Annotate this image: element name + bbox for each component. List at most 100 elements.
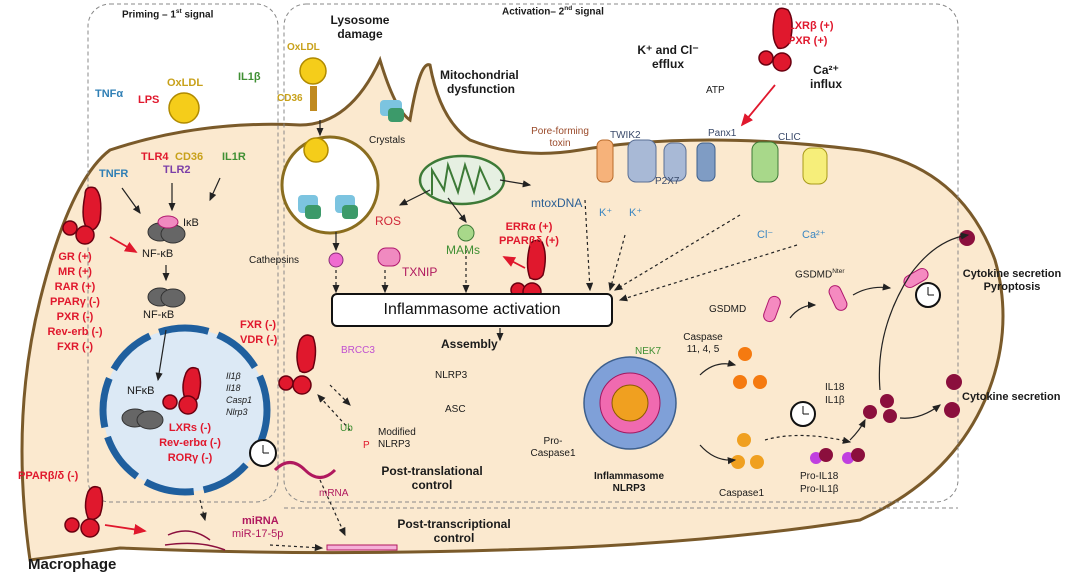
modified-nlrp3-line1: Modified xyxy=(378,427,416,438)
activation-panel xyxy=(283,3,959,503)
gene-il18: Il18 xyxy=(226,383,241,393)
pro-il18-label: Pro-IL18 xyxy=(800,471,839,482)
k-ion-label-1: K⁺ xyxy=(599,207,613,219)
brcc3-label: BRCC3 xyxy=(341,345,375,356)
asc-label: ASC xyxy=(445,404,466,415)
activation-title-text: Activation– 2 xyxy=(502,6,565,18)
efflux-line2: efflux xyxy=(651,56,684,71)
nr-fxr: FXR (-) xyxy=(56,341,94,353)
mir-17-5p-label: miR-17-5p xyxy=(232,528,284,540)
mito-line2: dysfunction xyxy=(447,81,515,96)
oxldl-membrane-icon xyxy=(299,57,327,85)
nr-pxr: PXR (-) xyxy=(56,311,94,323)
priming-title-suffix: signal xyxy=(181,9,214,21)
pro-il-icons xyxy=(810,448,865,464)
target-genes: Il1β Il18 Casp1 Nlrp3 xyxy=(226,370,252,418)
gsdmd-nter-icon xyxy=(828,285,848,311)
pro-caspase1-label: Pro- Caspase1 xyxy=(523,436,583,459)
p2x7-channel xyxy=(663,142,687,182)
nfkb-label-1: NF-κB xyxy=(142,248,174,260)
lysosome-damage-line1: Lysosome xyxy=(330,13,390,27)
dashed-arrows xyxy=(199,199,852,552)
erra-ppar-label: ERRα (+) PPARβδ (+) xyxy=(489,220,569,248)
pro-caspase1-line2: Caspase1 xyxy=(530,447,576,459)
ppar-bd-minus-label: PPARβ/δ (-) xyxy=(18,470,79,482)
inflammasome-line2: NLRP3 xyxy=(612,482,646,494)
ptc-line1: Post-translational xyxy=(381,464,483,478)
panx1-label: Panx1 xyxy=(708,128,737,139)
pyroptosis-line2: Pyroptosis xyxy=(983,280,1041,293)
pore-toxin-label: Pore-forming toxin xyxy=(519,126,601,149)
mito-line1: Mitochondrial xyxy=(440,68,519,82)
nlrp3-label: NLRP3 xyxy=(435,370,468,381)
gsdmd-nter-label: GSDMDNter xyxy=(795,268,845,281)
clic-label: CLIC xyxy=(778,132,801,143)
priming-panel-title: Priming – 1st signal xyxy=(122,8,213,21)
cd36-priming-label: CD36 xyxy=(175,151,204,163)
cathepsins-label: Cathepsins xyxy=(249,255,300,266)
cd36-receptor-icon xyxy=(310,86,317,111)
lxrb-label: LXRβ (+) xyxy=(788,20,834,32)
ros-label: ROS xyxy=(375,214,402,228)
lps-label: LPS xyxy=(138,94,160,106)
atp-label: ATP xyxy=(706,85,725,96)
activation-title-sup: nd xyxy=(564,5,573,12)
gsdmd-icon xyxy=(763,295,781,323)
nr-ppary: PPARγ (-) xyxy=(50,296,100,308)
txnip-icon xyxy=(377,247,401,267)
crystals-icon xyxy=(298,100,404,219)
nr-lxrs: LXRs (-) xyxy=(168,422,212,434)
p-label: P xyxy=(363,440,370,451)
clock-icon xyxy=(790,401,816,427)
nr-gr: GR (+) xyxy=(58,251,92,263)
ca-influx-label: Ca²⁺ influx xyxy=(801,63,851,92)
nr-reverb: Rev-erb (-) xyxy=(47,326,103,338)
cl-ion-label: Cl⁻ xyxy=(757,229,774,241)
cytokine-secretion-label: Cytokine secretion xyxy=(962,391,1061,403)
cd36-activation-label: CD36 xyxy=(277,93,303,104)
ptxc-line1: Post-transcriptional xyxy=(397,517,511,531)
txnip-label: TXNIP xyxy=(402,265,438,279)
efflux-label: K⁺ and Cl⁻ efflux xyxy=(628,43,708,72)
ptc-line2: control xyxy=(411,477,453,492)
nek7-label: NEK7 xyxy=(635,346,662,357)
ikb-icon xyxy=(157,215,179,229)
mtoxdna-label: mtoxDNA xyxy=(531,196,583,210)
pro-il1b-label: Pro-IL1β xyxy=(800,484,839,495)
tnfr-label: TNFR xyxy=(99,168,129,180)
ikb-label: IκB xyxy=(183,217,199,229)
cathepsins-icon xyxy=(328,252,344,268)
il1r-label: IL1R xyxy=(222,151,246,163)
nr-rory: RORγ (-) xyxy=(167,452,213,464)
mirna-icon xyxy=(164,530,226,551)
nfkb-label-2: NF-κB xyxy=(143,309,175,321)
efflux-line1: K⁺ and Cl⁻ xyxy=(637,43,699,57)
macrophage-label: Macrophage xyxy=(28,556,117,573)
vdr-minus-label: VDR (-) xyxy=(240,334,278,346)
pathway-arrows xyxy=(121,120,970,465)
mitochondrial-dysfunction-label: Mitochondrial dysfunction xyxy=(440,68,519,97)
pxr-plus-label: PXR (+) xyxy=(788,35,828,47)
caspase-noncanonical-label: Caspase 11, 4, 5 xyxy=(673,332,733,355)
oxldl-activation-label: OxLDL xyxy=(287,42,320,53)
mirna-label: miRNA xyxy=(242,515,279,527)
pore-toxin-channel xyxy=(596,139,614,183)
pore-toxin-line2: toxin xyxy=(549,137,571,149)
pyroptosis-line1: Cytokine secretion xyxy=(962,268,1062,280)
transcript-icon xyxy=(326,544,398,551)
inflammasome-line1: Inflammasome xyxy=(593,471,665,482)
mrna-label: mRNA xyxy=(319,488,349,499)
clock-icon xyxy=(249,439,277,467)
calcium-channel xyxy=(802,147,828,185)
fxr-vdr-label: FXR (-) VDR (-) xyxy=(240,318,277,348)
mrna-icon xyxy=(273,461,337,479)
priming-title-sup: st xyxy=(175,8,182,15)
gene-il1b: Il1β xyxy=(226,371,241,381)
ppar-bd-plus-label: PPARβδ (+) xyxy=(499,235,559,247)
gene-nlrp3: Nlrp3 xyxy=(226,407,248,417)
nuclear-receptors-left: GR (+) MR (+) RAR (+) PPARγ (-) PXR (-) … xyxy=(40,250,110,355)
ca-ion-label: Ca²⁺ xyxy=(802,229,826,241)
clock-icon xyxy=(915,282,941,308)
